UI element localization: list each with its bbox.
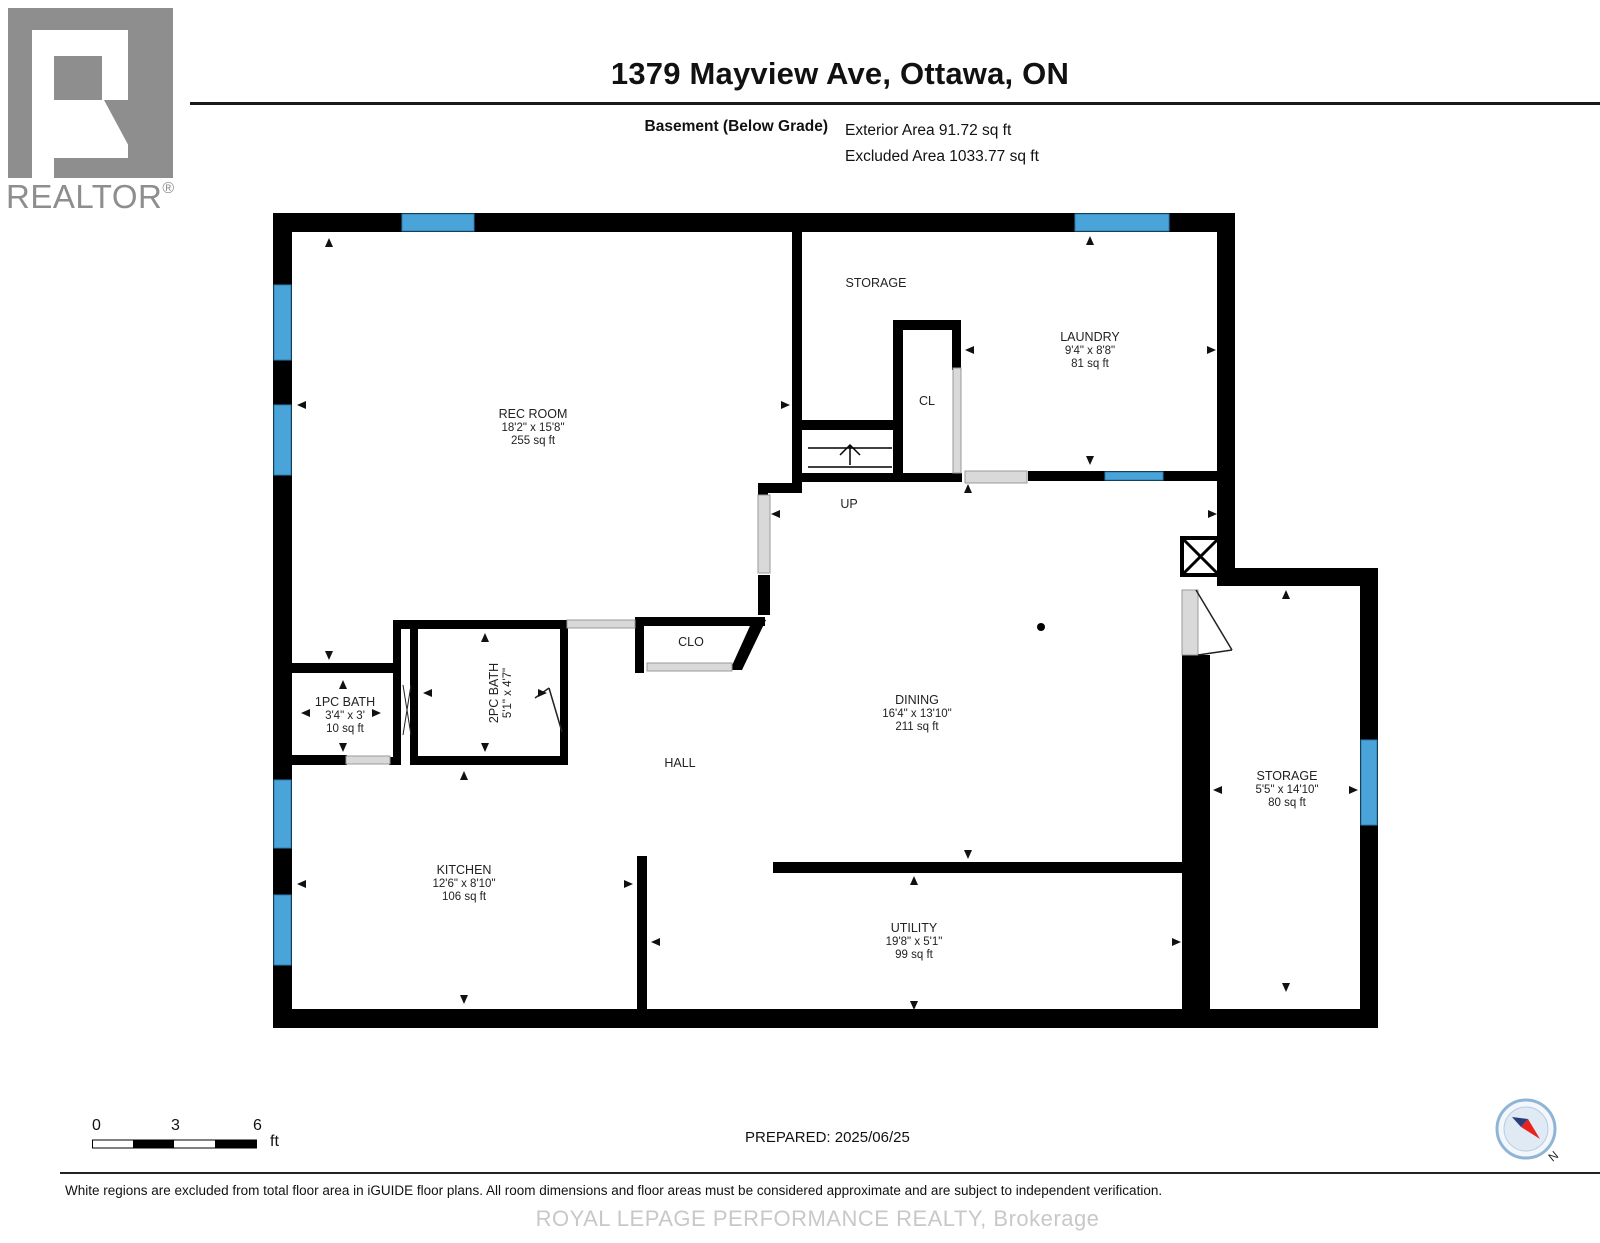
svg-text:DINING: DINING: [895, 693, 939, 707]
svg-text:N: N: [1546, 1148, 1562, 1164]
floor-plan: REC ROOM 18'2" x 15'8" 255 sq ft STORAGE…: [273, 213, 1378, 1028]
svg-text:18'2" x 15'8": 18'2" x 15'8": [501, 422, 564, 434]
room-1pc-bath: 1PC BATH 3'4" x 3' 10 sq ft: [315, 695, 375, 735]
scale-tick-3: 3: [171, 1117, 180, 1134]
room-rec-room: REC ROOM 18'2" x 15'8" 255 sq ft: [499, 407, 568, 447]
svg-text:STORAGE: STORAGE: [846, 276, 907, 290]
footer-divider: [60, 1172, 1600, 1174]
svg-text:HALL: HALL: [664, 756, 695, 770]
room-dining: DINING 16'4" x 13'10" 211 sq ft: [882, 693, 951, 733]
svg-text:80 sq ft: 80 sq ft: [1268, 797, 1307, 809]
stair-arrow-icon: [839, 443, 861, 465]
svg-text:UP: UP: [840, 497, 857, 511]
exterior-area: Exterior Area 91.72 sq ft: [845, 122, 1012, 139]
disclaimer-text: White regions are excluded from total fl…: [65, 1183, 1163, 1198]
compass-icon: N: [1495, 1098, 1562, 1164]
svg-text:2PC BATH: 2PC BATH: [487, 663, 501, 723]
svg-text:19'8" x 5'1": 19'8" x 5'1": [886, 936, 943, 948]
svg-text:3'4" x 3': 3'4" x 3': [325, 710, 365, 722]
svg-text:16'4" x 13'10": 16'4" x 13'10": [882, 708, 951, 720]
walls: [273, 213, 1378, 1028]
svg-text:5'1" x 4'7": 5'1" x 4'7": [502, 668, 514, 718]
svg-text:UTILITY: UTILITY: [891, 921, 938, 935]
title-divider: [190, 102, 1600, 105]
fixture-marker: [1037, 623, 1045, 631]
windows: [273, 213, 1378, 966]
room-storage-top: STORAGE: [846, 276, 907, 290]
room-storage-right: STORAGE 5'5" x 14'10" 80 sq ft: [1255, 769, 1318, 809]
scale-unit: ft: [270, 1133, 279, 1150]
svg-text:LAUNDRY: LAUNDRY: [1060, 330, 1120, 344]
scale-bar-graphic: [92, 1139, 257, 1149]
room-stairs: UP: [840, 497, 857, 511]
svg-text:10 sq ft: 10 sq ft: [326, 723, 365, 735]
dimension-arrow-icon: [297, 236, 1358, 1010]
svg-text:STORAGE: STORAGE: [1257, 769, 1318, 783]
scale-tick-6: 6: [253, 1117, 262, 1134]
svg-text:KITCHEN: KITCHEN: [437, 863, 492, 877]
svg-text:12'6" x 8'10": 12'6" x 8'10": [432, 878, 495, 890]
svg-text:106 sq ft: 106 sq ft: [442, 891, 487, 903]
svg-text:5'5" x 14'10": 5'5" x 14'10": [1255, 784, 1318, 796]
room-closet: CL: [919, 394, 935, 408]
room-laundry: LAUNDRY 9'4" x 8'8" 81 sq ft: [1060, 330, 1120, 370]
svg-text:81 sq ft: 81 sq ft: [1071, 358, 1110, 370]
realtor-logo-icon: [8, 8, 173, 178]
doors: [345, 367, 1233, 765]
svg-text:REC ROOM: REC ROOM: [499, 407, 568, 421]
scale-tick-0: 0: [92, 1117, 101, 1134]
page-title: 1379 Mayview Ave, Ottawa, ON: [610, 56, 1070, 91]
svg-text:255 sq ft: 255 sq ft: [511, 435, 556, 447]
svg-text:CLO: CLO: [678, 635, 704, 649]
room-clo: CLO: [678, 635, 704, 649]
svg-text:CL: CL: [919, 394, 935, 408]
area-summary: Exterior Area 91.72 sq ft Excluded Area …: [845, 118, 1039, 170]
staircase: [808, 443, 892, 468]
prepared-date: PREPARED: 2025/06/25: [745, 1129, 910, 1146]
svg-text:99 sq ft: 99 sq ft: [895, 949, 934, 961]
svg-text:211 sq ft: 211 sq ft: [895, 721, 939, 733]
room-2pc-bath: 2PC BATH 5'1" x 4'7": [487, 663, 514, 723]
realtor-wordmark: REALTOR®: [6, 178, 175, 215]
excluded-area: Excluded Area 1033.77 sq ft: [845, 148, 1039, 165]
level-label: Basement (Below Grade): [644, 118, 828, 135]
brokerage-watermark: ROYAL LEPAGE PERFORMANCE REALTY, Brokera…: [535, 1206, 1100, 1231]
svg-text:9'4" x 8'8": 9'4" x 8'8": [1065, 345, 1115, 357]
room-kitchen: KITCHEN 12'6" x 8'10" 106 sq ft: [432, 863, 495, 903]
svg-text:1PC BATH: 1PC BATH: [315, 695, 375, 709]
room-utility: UTILITY 19'8" x 5'1" 99 sq ft: [886, 921, 943, 961]
room-hall: HALL: [664, 756, 695, 770]
